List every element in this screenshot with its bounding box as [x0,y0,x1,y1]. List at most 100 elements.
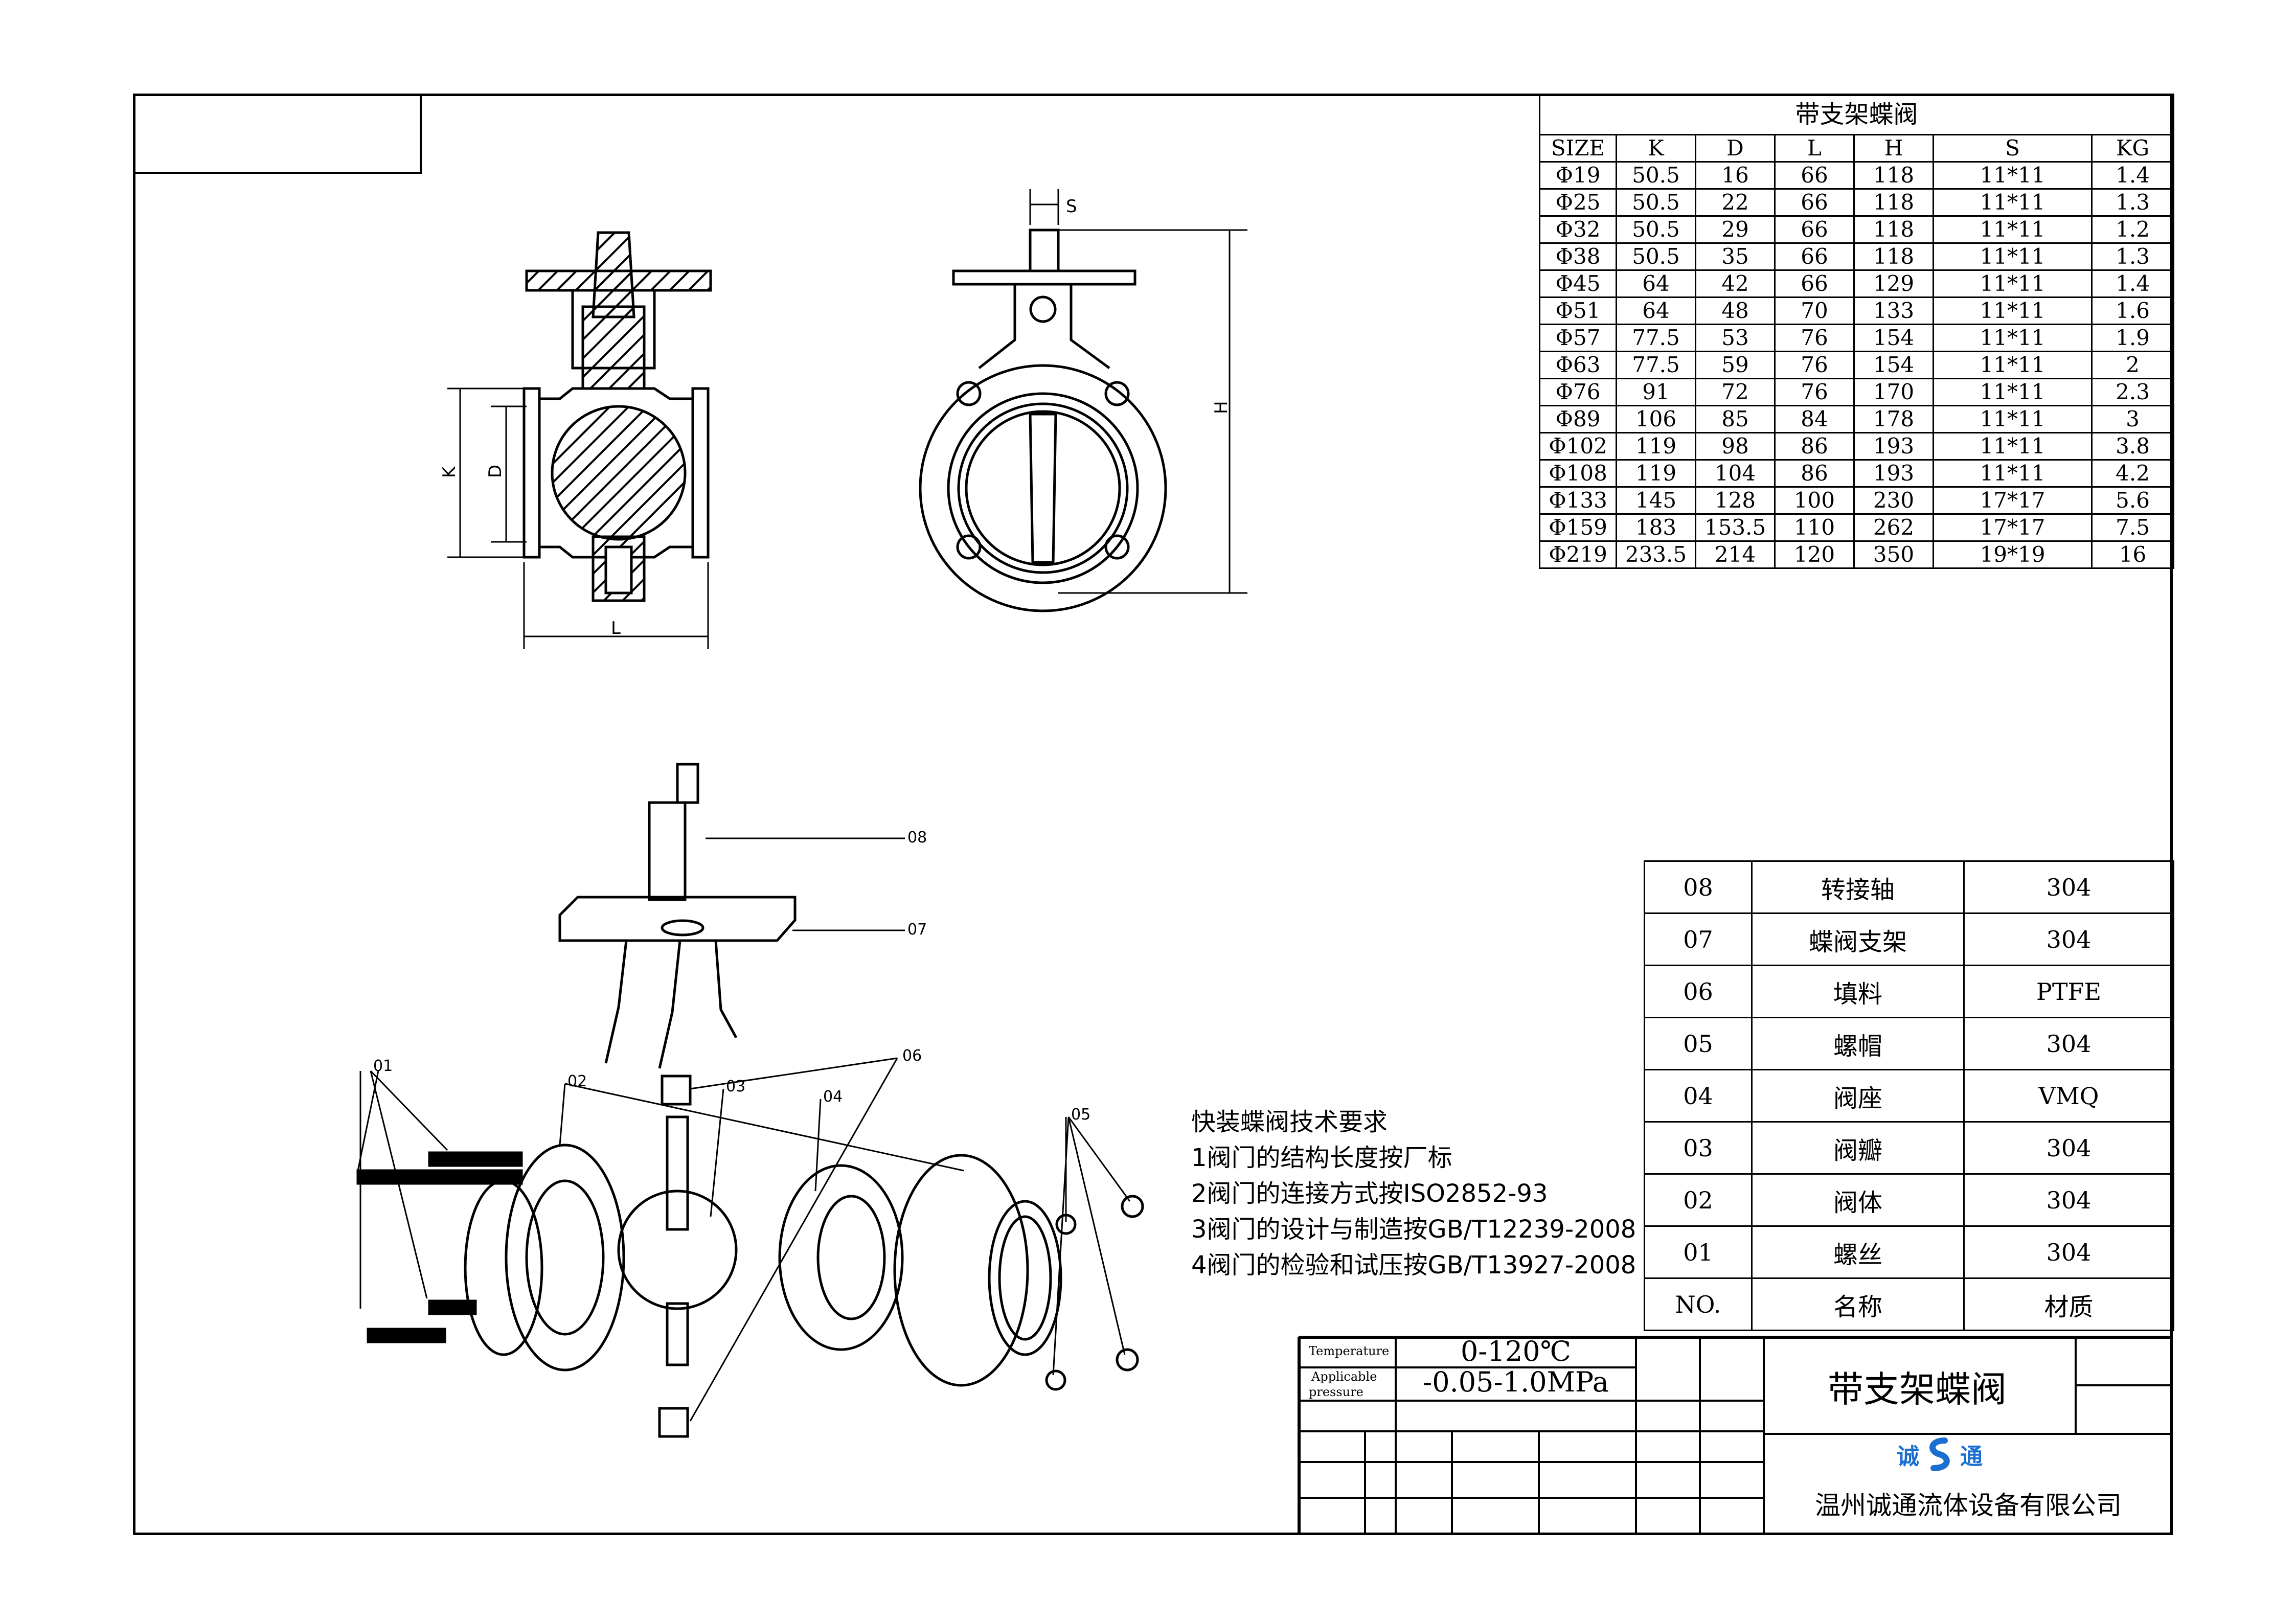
dimension-cell: 183 [1616,513,1696,542]
parts-cell-no: 03 [1644,1121,1753,1175]
dimension-cell: 11*11 [1933,269,2093,298]
callout-01: 01 [373,1057,393,1075]
callout-labels: 08 07 06 05 04 03 02 01 [373,829,1090,1124]
parts-header-row: NO.名称材质 [1644,1277,2174,1331]
dimension-cell: 153.5 [1695,513,1776,542]
drawing-title: 带支架蝶阀 [1828,1368,2007,1410]
dimension-cell: 154 [1853,351,1934,379]
logo-mark-icon [1929,1437,1950,1471]
front-view [919,229,1167,612]
tech-requirements-title: 快装蝶阀技术要求 [1191,1108,1388,1136]
dimension-cell: 106 [1616,405,1696,433]
tech-requirement-3: 3阀门的设计与制造按GB/T12239-2008 [1191,1215,1636,1244]
dimension-cell: 1.3 [2090,188,2175,217]
dimension-cell: 118 [1853,215,1934,244]
dimension-cell: 11*11 [1933,242,2093,271]
dimension-cell: 66 [1774,242,1855,271]
dimension-cell: 1.4 [2090,269,2175,298]
dimension-cell: 233.5 [1616,540,1696,569]
dim-label-l: L [611,618,621,638]
parts-cell-material: 304 [1963,860,2174,914]
temperature-label: Temperature [1309,1344,1390,1358]
pressure-label-2: pressure [1309,1385,1363,1399]
parts-cell-no: 02 [1644,1173,1753,1227]
temperature-value: 0-120℃ [1460,1335,1572,1367]
dimension-cell: 104 [1695,459,1776,488]
dimension-cell: 1.2 [2090,215,2175,244]
dimension-cell: 84 [1774,405,1855,433]
dimension-cell: 193 [1853,459,1934,488]
dimension-cell: 118 [1853,242,1934,271]
dimension-cell: 118 [1853,161,1934,190]
dimension-header-cell: D [1695,134,1776,163]
dimension-cell: Φ19 [1539,161,1617,190]
parts-header-material: 材质 [1963,1277,2174,1331]
dimension-cell: 350 [1853,540,1934,569]
parts-cell-name: 阀瓣 [1751,1121,1965,1175]
dimension-cell: 2 [2090,351,2175,379]
title-block-lines [1298,1336,2173,1535]
dimension-cell: 1.3 [2090,242,2175,271]
dimension-cell: 11*11 [1933,405,2093,433]
dimension-cell: 11*11 [1933,324,2093,352]
tech-requirements: 快装蝶阀技术要求 1阀门的结构长度按厂标 2阀门的连接方式按ISO2852-93… [1191,1104,1641,1283]
drawing-frame [133,94,2173,1535]
dimension-cell: 178 [1853,405,1934,433]
dimension-cell: 193 [1853,432,1934,461]
dimension-cell: 50.5 [1616,161,1696,190]
dimension-cell: 70 [1774,296,1855,325]
parts-cell-no: 05 [1644,1017,1753,1070]
dimension-cell: 262 [1853,513,1934,542]
corner-box [133,94,422,174]
dimension-cell: 1.4 [2090,161,2175,190]
dimension-cell: 91 [1616,378,1696,406]
dimension-cell: 66 [1774,269,1855,298]
dimension-cell: 77.5 [1616,324,1696,352]
dimension-cell: 214 [1695,540,1776,569]
parts-cell-name: 阀体 [1751,1173,1965,1227]
dimension-header-cell: KG [2090,134,2175,163]
dimension-cell: 50.5 [1616,215,1696,244]
dimension-cell: 50.5 [1616,188,1696,217]
parts-header-name: 名称 [1751,1277,1965,1331]
parts-header-no: NO. [1644,1277,1753,1331]
parts-cell-no: 06 [1644,965,1753,1018]
dimension-cell: Φ108 [1539,459,1617,488]
parts-cell-material: 304 [1963,1225,2174,1279]
dimension-cell: 22 [1695,188,1776,217]
dimension-cell: 85 [1695,405,1776,433]
dimension-cell: 3.8 [2090,432,2175,461]
dimension-cell: 119 [1616,432,1696,461]
dim-label-k: K [439,466,460,478]
dimension-cell: 120 [1774,540,1855,569]
callout-04: 04 [823,1088,843,1106]
dimension-cell: 66 [1774,215,1855,244]
dimension-cell: 17*17 [1933,486,2093,515]
parts-cell-material: 304 [1963,912,2174,966]
dimension-cell: 170 [1853,378,1934,406]
dimension-cell: 72 [1695,378,1776,406]
callout-07: 07 [907,921,927,939]
dimension-cell: 35 [1695,242,1776,271]
dimension-cell: Φ159 [1539,513,1617,542]
dimension-cell: Φ89 [1539,405,1617,433]
callout-06: 06 [902,1047,922,1065]
dimension-cell: 11*11 [1933,432,2093,461]
dimension-cell: Φ51 [1539,296,1617,325]
dimension-cell: 42 [1695,269,1776,298]
dimension-cell: 66 [1774,161,1855,190]
